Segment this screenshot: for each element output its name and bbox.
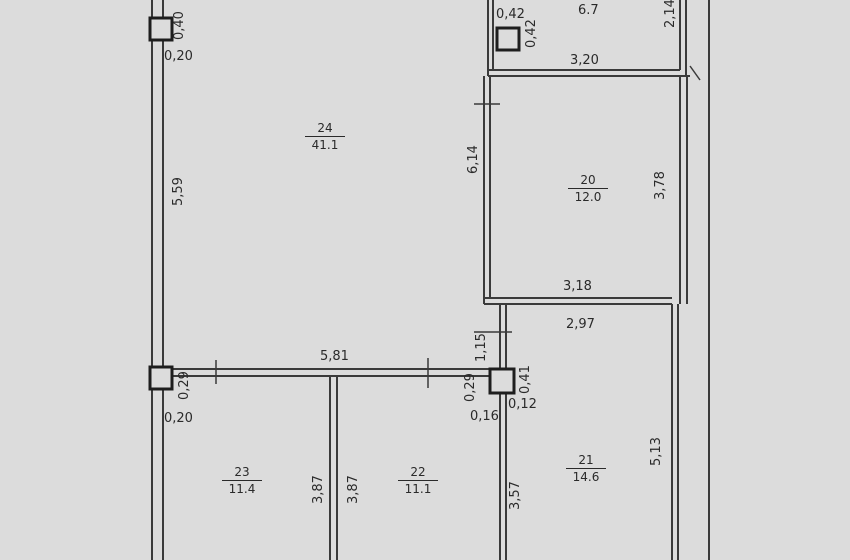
dim-room20-right: 3,78 [653,171,668,200]
dim-col-right-1: 0,29 [463,373,478,402]
column-mid-left [148,365,174,391]
room-20-number: 20 [580,173,596,187]
column-mid-right [488,367,516,395]
tick-far-right [689,65,701,81]
walls [151,0,710,560]
dim-room21-left: 3,57 [508,481,523,510]
dim-small-room-width: 3,20 [570,53,599,68]
dim-col-top-2: 0,20 [164,49,193,64]
room-24-area: 41.1 [305,136,345,151]
ticks [215,65,701,388]
dim-col-mid-2: 0,20 [164,411,193,426]
dim-room22-h: 3,87 [346,475,361,504]
room-22-area: 11.1 [398,480,438,495]
room-22-number: 22 [410,465,426,479]
room-20-area: 12.0 [568,188,608,203]
room-23-number: 23 [234,465,250,479]
dim-room20-left: 6,14 [466,145,481,174]
dim-room21-right: 5,13 [649,437,664,466]
room-21-area: 14.6 [566,468,606,483]
dim-col-right-2: 0,41 [518,365,533,394]
dim-small-room-a: 0,42 [496,7,525,22]
dim-col-mid-1: 0,29 [177,371,192,400]
dim-col-right-3: 0,16 [470,409,499,424]
dim-room23-h: 3,87 [311,475,326,504]
room-24-number: 24 [317,121,333,135]
dim-partition-width: 5,81 [320,349,349,364]
dim-corr-height: 1,15 [474,333,489,362]
dim-small-room-b: 0,42 [524,19,539,48]
dim-small-room-side: 2,14 [663,0,678,28]
dim-col-top-1: 0,40 [172,11,187,40]
dim-corr-width: 2,97 [566,317,595,332]
room-21-number: 21 [578,453,594,467]
room-23-area: 11.4 [222,480,262,495]
dim-left-wall: 5,59 [171,177,186,206]
dim-room20-width: 3,18 [563,279,592,294]
column-top-right [495,26,521,52]
dim-col-right-4: 0,12 [508,397,537,412]
small-room-area: 6.7 [578,3,599,18]
column-top-left [148,16,174,42]
columns [148,16,521,395]
